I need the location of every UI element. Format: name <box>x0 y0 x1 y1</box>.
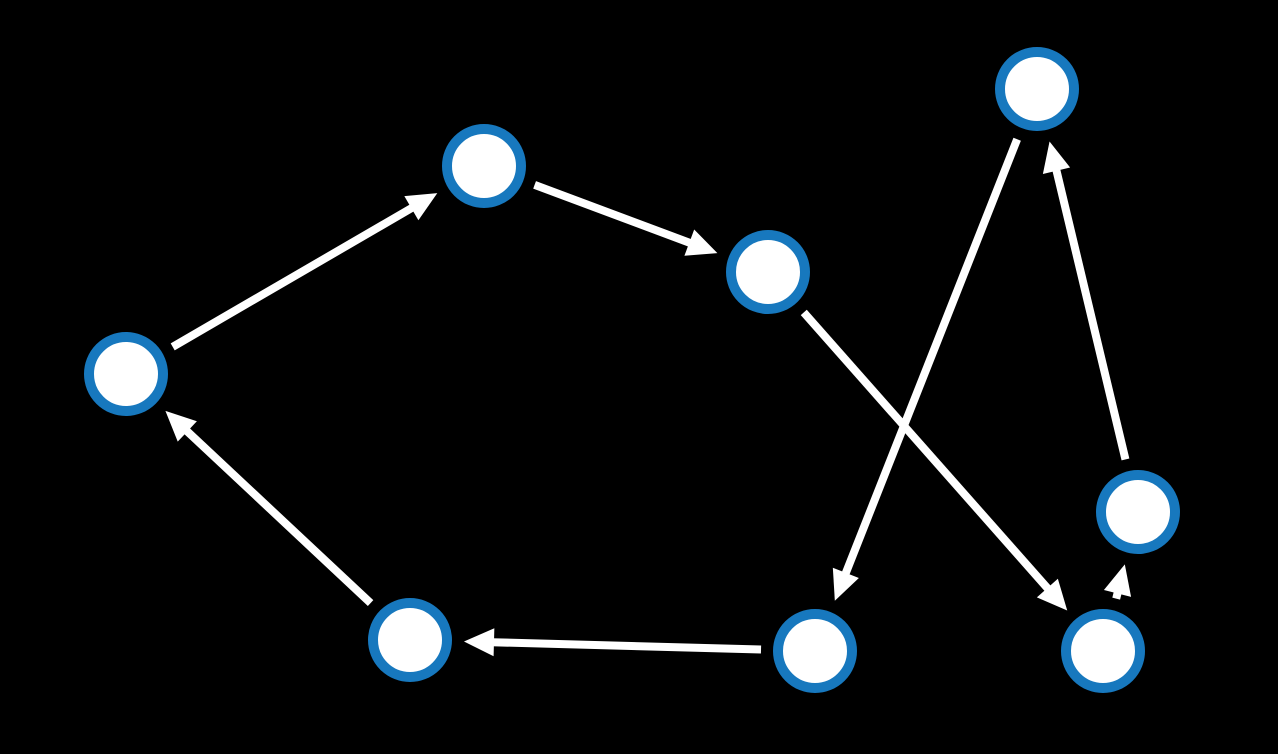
edge-line <box>491 638 762 654</box>
node-upper-middle <box>726 230 810 314</box>
edge-line <box>170 203 416 351</box>
node-right <box>1096 470 1180 554</box>
edge-bottom-left-to-left <box>165 410 374 607</box>
edge-line <box>800 309 1052 593</box>
edge-top-right-to-bottom-middle <box>832 137 1021 601</box>
arrowhead-icon <box>684 229 718 256</box>
arrowhead-icon <box>1042 141 1071 174</box>
edge-bottom-right-to-right <box>1103 564 1132 600</box>
arrowhead-icon <box>1103 564 1132 597</box>
node-top-right <box>995 47 1079 131</box>
node-bottom-middle <box>773 609 857 693</box>
edge-right-to-top-right <box>1042 141 1130 461</box>
edge-bottom-middle-to-bottom-left <box>463 628 762 657</box>
edge-line <box>1052 167 1130 461</box>
edge-line <box>533 181 693 248</box>
edge-upper-middle-to-bottom-right <box>800 309 1068 611</box>
edge-line <box>183 427 374 607</box>
arrowhead-icon <box>165 410 197 442</box>
edge-line <box>841 137 1021 577</box>
edge-left-to-upper-left <box>170 193 438 351</box>
node-left <box>84 332 168 416</box>
node-bottom-right <box>1061 609 1145 693</box>
arrowhead-icon <box>404 193 438 221</box>
edge-upper-left-to-upper-middle <box>533 181 718 256</box>
node-bottom-left <box>368 598 452 682</box>
arrowhead-icon <box>463 628 495 657</box>
arrowhead-icon <box>832 567 859 601</box>
node-upper-left <box>442 124 526 208</box>
arrowhead-icon <box>1036 578 1068 611</box>
